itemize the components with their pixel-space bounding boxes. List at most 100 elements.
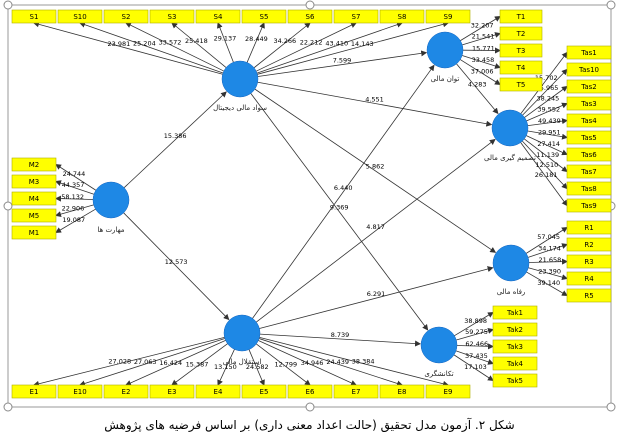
indicator-box[interactable] <box>11 9 57 24</box>
loading-value: 22.906 <box>62 205 85 213</box>
loading-arrow <box>79 21 224 74</box>
loading-value: 39.140 <box>537 279 560 287</box>
indicator-box[interactable] <box>566 164 612 179</box>
loading-value: 34.266 <box>273 37 296 45</box>
path-coefficient: 4.551 <box>365 95 384 103</box>
indicator-box[interactable] <box>499 26 543 41</box>
indicator-box[interactable] <box>11 208 57 223</box>
indicator-box[interactable] <box>195 384 241 399</box>
resize-handle[interactable] <box>3 402 13 412</box>
indicator-box[interactable] <box>195 9 241 24</box>
loading-value: 38.384 <box>352 358 375 366</box>
resize-handle[interactable] <box>305 0 315 10</box>
loading-arrow <box>33 336 225 387</box>
loading-value: 62.466 <box>465 340 488 348</box>
indicator-box[interactable] <box>499 77 543 92</box>
indicator-box[interactable] <box>379 384 425 399</box>
loading-arrow <box>456 327 494 341</box>
path-arrow <box>259 266 494 329</box>
resize-handle[interactable] <box>3 201 13 211</box>
indicator-box[interactable] <box>499 43 543 58</box>
indicator-box[interactable] <box>566 130 612 145</box>
loading-value: 15.702 <box>535 74 558 82</box>
indicator-box[interactable] <box>566 181 612 196</box>
loading-value: 59.275 <box>465 328 488 336</box>
indicator-box[interactable] <box>492 339 538 354</box>
indicator-box[interactable] <box>566 271 612 286</box>
indicator-box[interactable] <box>492 305 538 320</box>
resize-handle[interactable] <box>606 0 616 10</box>
indicator-box[interactable] <box>11 225 57 240</box>
indicator-label: E3 <box>168 388 177 396</box>
construct-node[interactable] <box>221 60 259 98</box>
loading-arrow <box>526 271 568 297</box>
resize-handle[interactable] <box>305 402 315 412</box>
indicator-box[interactable] <box>566 113 612 128</box>
indicator-box[interactable] <box>57 9 103 24</box>
indicator-box[interactable] <box>566 288 612 303</box>
indicator-box[interactable] <box>241 384 287 399</box>
indicator-box[interactable] <box>425 9 471 24</box>
indicator-label: R1 <box>584 224 593 232</box>
indicator-box[interactable] <box>566 79 612 94</box>
indicator-box[interactable] <box>103 384 149 399</box>
indicator-box[interactable] <box>103 9 149 24</box>
indicator-box[interactable] <box>566 147 612 162</box>
indicator-box[interactable] <box>11 384 57 399</box>
indicator-box[interactable] <box>57 384 103 399</box>
construct-node[interactable] <box>420 326 458 364</box>
path-coefficient: 4.817 <box>366 223 385 231</box>
indicator-box[interactable] <box>11 174 57 189</box>
indicator-box[interactable] <box>566 96 612 111</box>
indicator-box[interactable] <box>11 191 57 206</box>
indicator-box[interactable] <box>499 9 543 24</box>
construct-label: سواد مالی دیجیتال <box>213 104 267 112</box>
indicator-box[interactable] <box>499 60 543 75</box>
construct-node[interactable] <box>492 244 530 282</box>
indicator-label: Tas7 <box>580 168 597 176</box>
construct-node[interactable] <box>92 181 130 219</box>
indicator-box[interactable] <box>149 9 195 24</box>
loading-arrow <box>253 22 311 69</box>
loading-value: 22.212 <box>300 39 323 47</box>
indicator-box[interactable] <box>566 254 612 269</box>
indicator-label: Tak1 <box>506 309 523 317</box>
indicator-label: Tas5 <box>580 134 597 142</box>
indicator-box[interactable] <box>11 157 57 172</box>
loading-value: 57.045 <box>537 233 560 241</box>
indicator-box[interactable] <box>492 373 538 388</box>
indicator-box[interactable] <box>333 384 379 399</box>
indicator-box[interactable] <box>149 384 195 399</box>
indicator-box[interactable] <box>566 220 612 235</box>
construct-node[interactable] <box>491 109 529 147</box>
indicator-box[interactable] <box>287 9 333 24</box>
indicator-label: Tak5 <box>506 377 523 385</box>
loading-value: 11.139 <box>536 151 559 159</box>
loading-arrow <box>520 142 568 207</box>
resize-handle[interactable] <box>606 402 616 412</box>
indicator-box[interactable] <box>566 237 612 252</box>
indicator-box[interactable] <box>241 9 287 24</box>
resize-handle[interactable] <box>3 0 13 10</box>
indicator-box[interactable] <box>425 384 471 399</box>
loading-arrow <box>125 339 226 386</box>
indicator-box[interactable] <box>333 9 379 24</box>
loading-value: 58.132 <box>61 193 84 201</box>
loading-value: 27.028 <box>108 358 131 366</box>
loading-arrow <box>55 180 95 195</box>
loading-arrow <box>522 140 568 190</box>
path-arrow <box>256 138 496 323</box>
indicator-box[interactable] <box>287 384 333 399</box>
indicator-box[interactable] <box>492 322 538 337</box>
construct-label: رفاه مالی <box>497 288 526 296</box>
indicator-box[interactable] <box>379 9 425 24</box>
indicator-label: S10 <box>73 13 86 21</box>
construct-node[interactable] <box>223 314 261 352</box>
indicator-box[interactable] <box>566 45 612 60</box>
loading-arrow <box>528 267 568 281</box>
indicator-box[interactable] <box>492 356 538 371</box>
construct-node[interactable] <box>426 31 464 69</box>
indicator-box[interactable] <box>566 198 612 213</box>
loading-value: 38.898 <box>464 317 487 325</box>
indicator-box[interactable] <box>566 62 612 77</box>
